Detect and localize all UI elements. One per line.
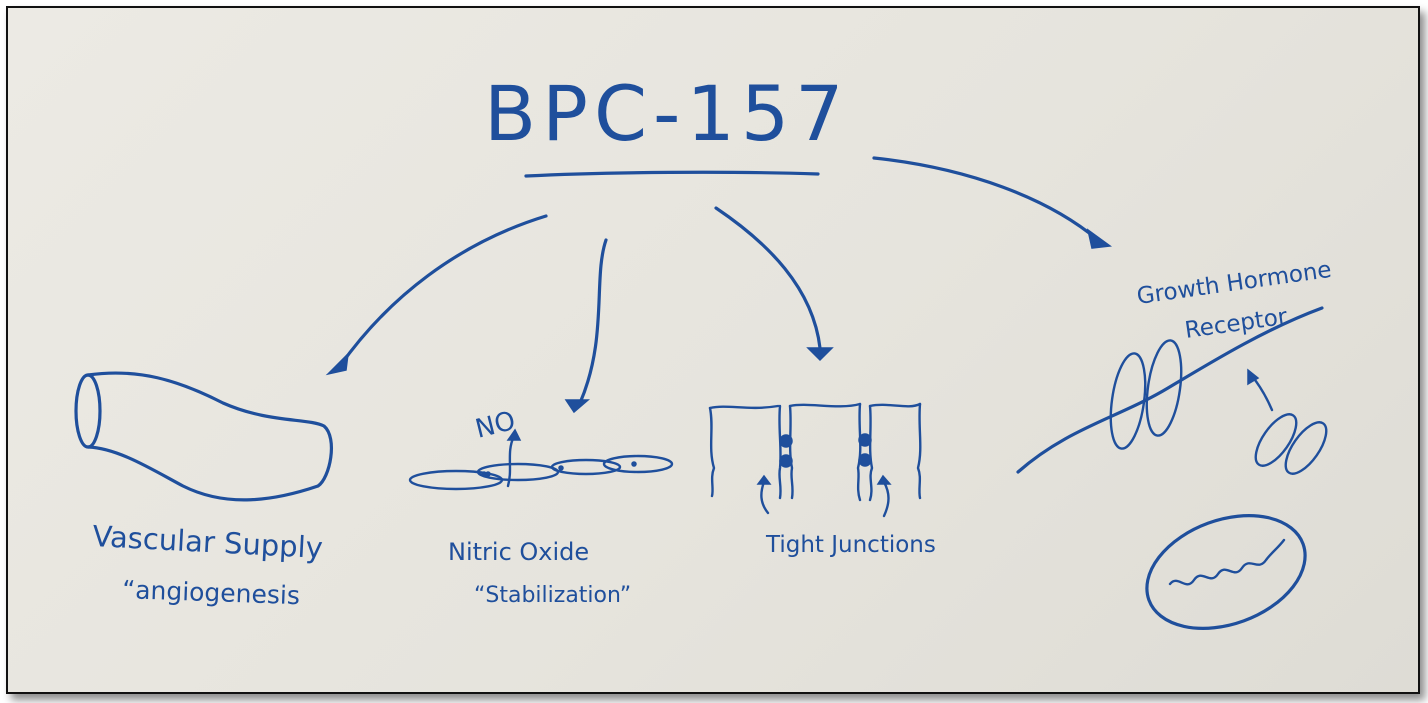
arrow-to-tight-junctions [714, 206, 834, 362]
arrow-to-nitric-oxide [564, 238, 608, 414]
diagram-canvas: BPC-157 NO [74, 69, 1333, 630]
arrow-to-vascular [325, 214, 548, 376]
label-angiogenesis: “angiogenesis [122, 575, 301, 610]
tight-junctions-drawing [708, 402, 922, 518]
title-underline [524, 170, 820, 178]
label-receptor: Receptor [1183, 304, 1289, 344]
label-vascular-supply: Vascular Supply [92, 519, 324, 565]
growth-hormone-receptor-drawing [1016, 306, 1328, 630]
nitric-oxide-drawing: NO [408, 406, 674, 491]
label-nitric-oxide: Nitric Oxide [448, 538, 589, 566]
label-tight-junctions: Tight Junctions [765, 532, 936, 558]
label-growth-hormone: Growth Hormone [1135, 257, 1333, 310]
arrow-to-growth-hormone [872, 156, 1113, 249]
diagram-title: BPC-157 [484, 69, 850, 158]
whiteboard-photo: BPC-157 NO [6, 6, 1420, 694]
blood-vessel-drawing [74, 371, 333, 502]
label-stabilization: “Stabilization” [474, 583, 631, 608]
